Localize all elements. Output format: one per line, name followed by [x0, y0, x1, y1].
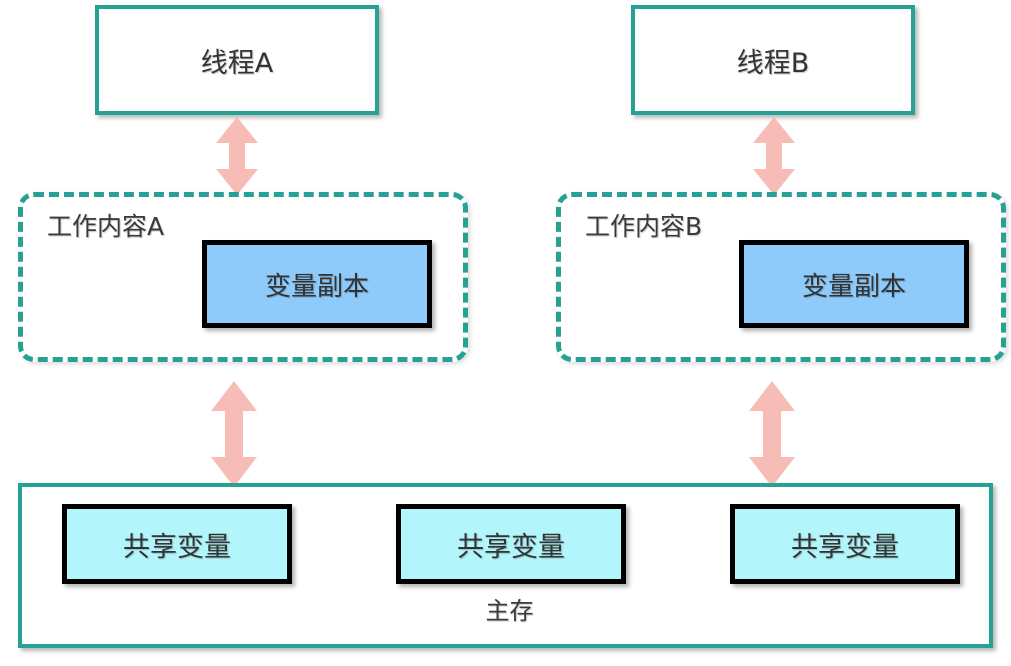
thread-a-label: 线程A [200, 47, 274, 79]
arrow-thread-b-work-b [749, 117, 799, 195]
arrow-work-b-main-memory [744, 381, 800, 487]
variable-copy-b-box[interactable]: 变量副本 [739, 240, 969, 328]
working-memory-b-label: 工作内容B [585, 212, 703, 241]
shared-variable-label-1: 共享变量 [123, 531, 231, 563]
variable-copy-b-label: 变量副本 [801, 271, 906, 302]
working-memory-a-box[interactable]: 工作内容A [18, 192, 468, 362]
main-memory-box[interactable]: 共享变量 共享变量 共享变量 主存 [18, 483, 993, 648]
main-memory-label: 主存 [485, 597, 534, 625]
thread-b-label: 线程B [736, 47, 810, 79]
shared-variable-box-3[interactable]: 共享变量 [730, 504, 960, 584]
shared-variable-label-3: 共享变量 [791, 531, 899, 563]
working-memory-a-label: 工作内容A [47, 212, 165, 241]
variable-copy-a-box[interactable]: 变量副本 [202, 240, 432, 328]
thread-b-box[interactable]: 线程B [631, 5, 915, 115]
working-memory-b-box[interactable]: 工作内容B [556, 192, 1006, 362]
arrow-work-a-main-memory [206, 381, 262, 487]
variable-copy-a-label: 变量副本 [264, 271, 369, 302]
arrow-thread-a-work-a [212, 117, 262, 195]
shared-variable-box-1[interactable]: 共享变量 [62, 504, 292, 584]
thread-a-box[interactable]: 线程A [95, 5, 379, 115]
shared-variable-box-2[interactable]: 共享变量 [396, 504, 626, 584]
shared-variable-label-2: 共享变量 [457, 531, 565, 563]
